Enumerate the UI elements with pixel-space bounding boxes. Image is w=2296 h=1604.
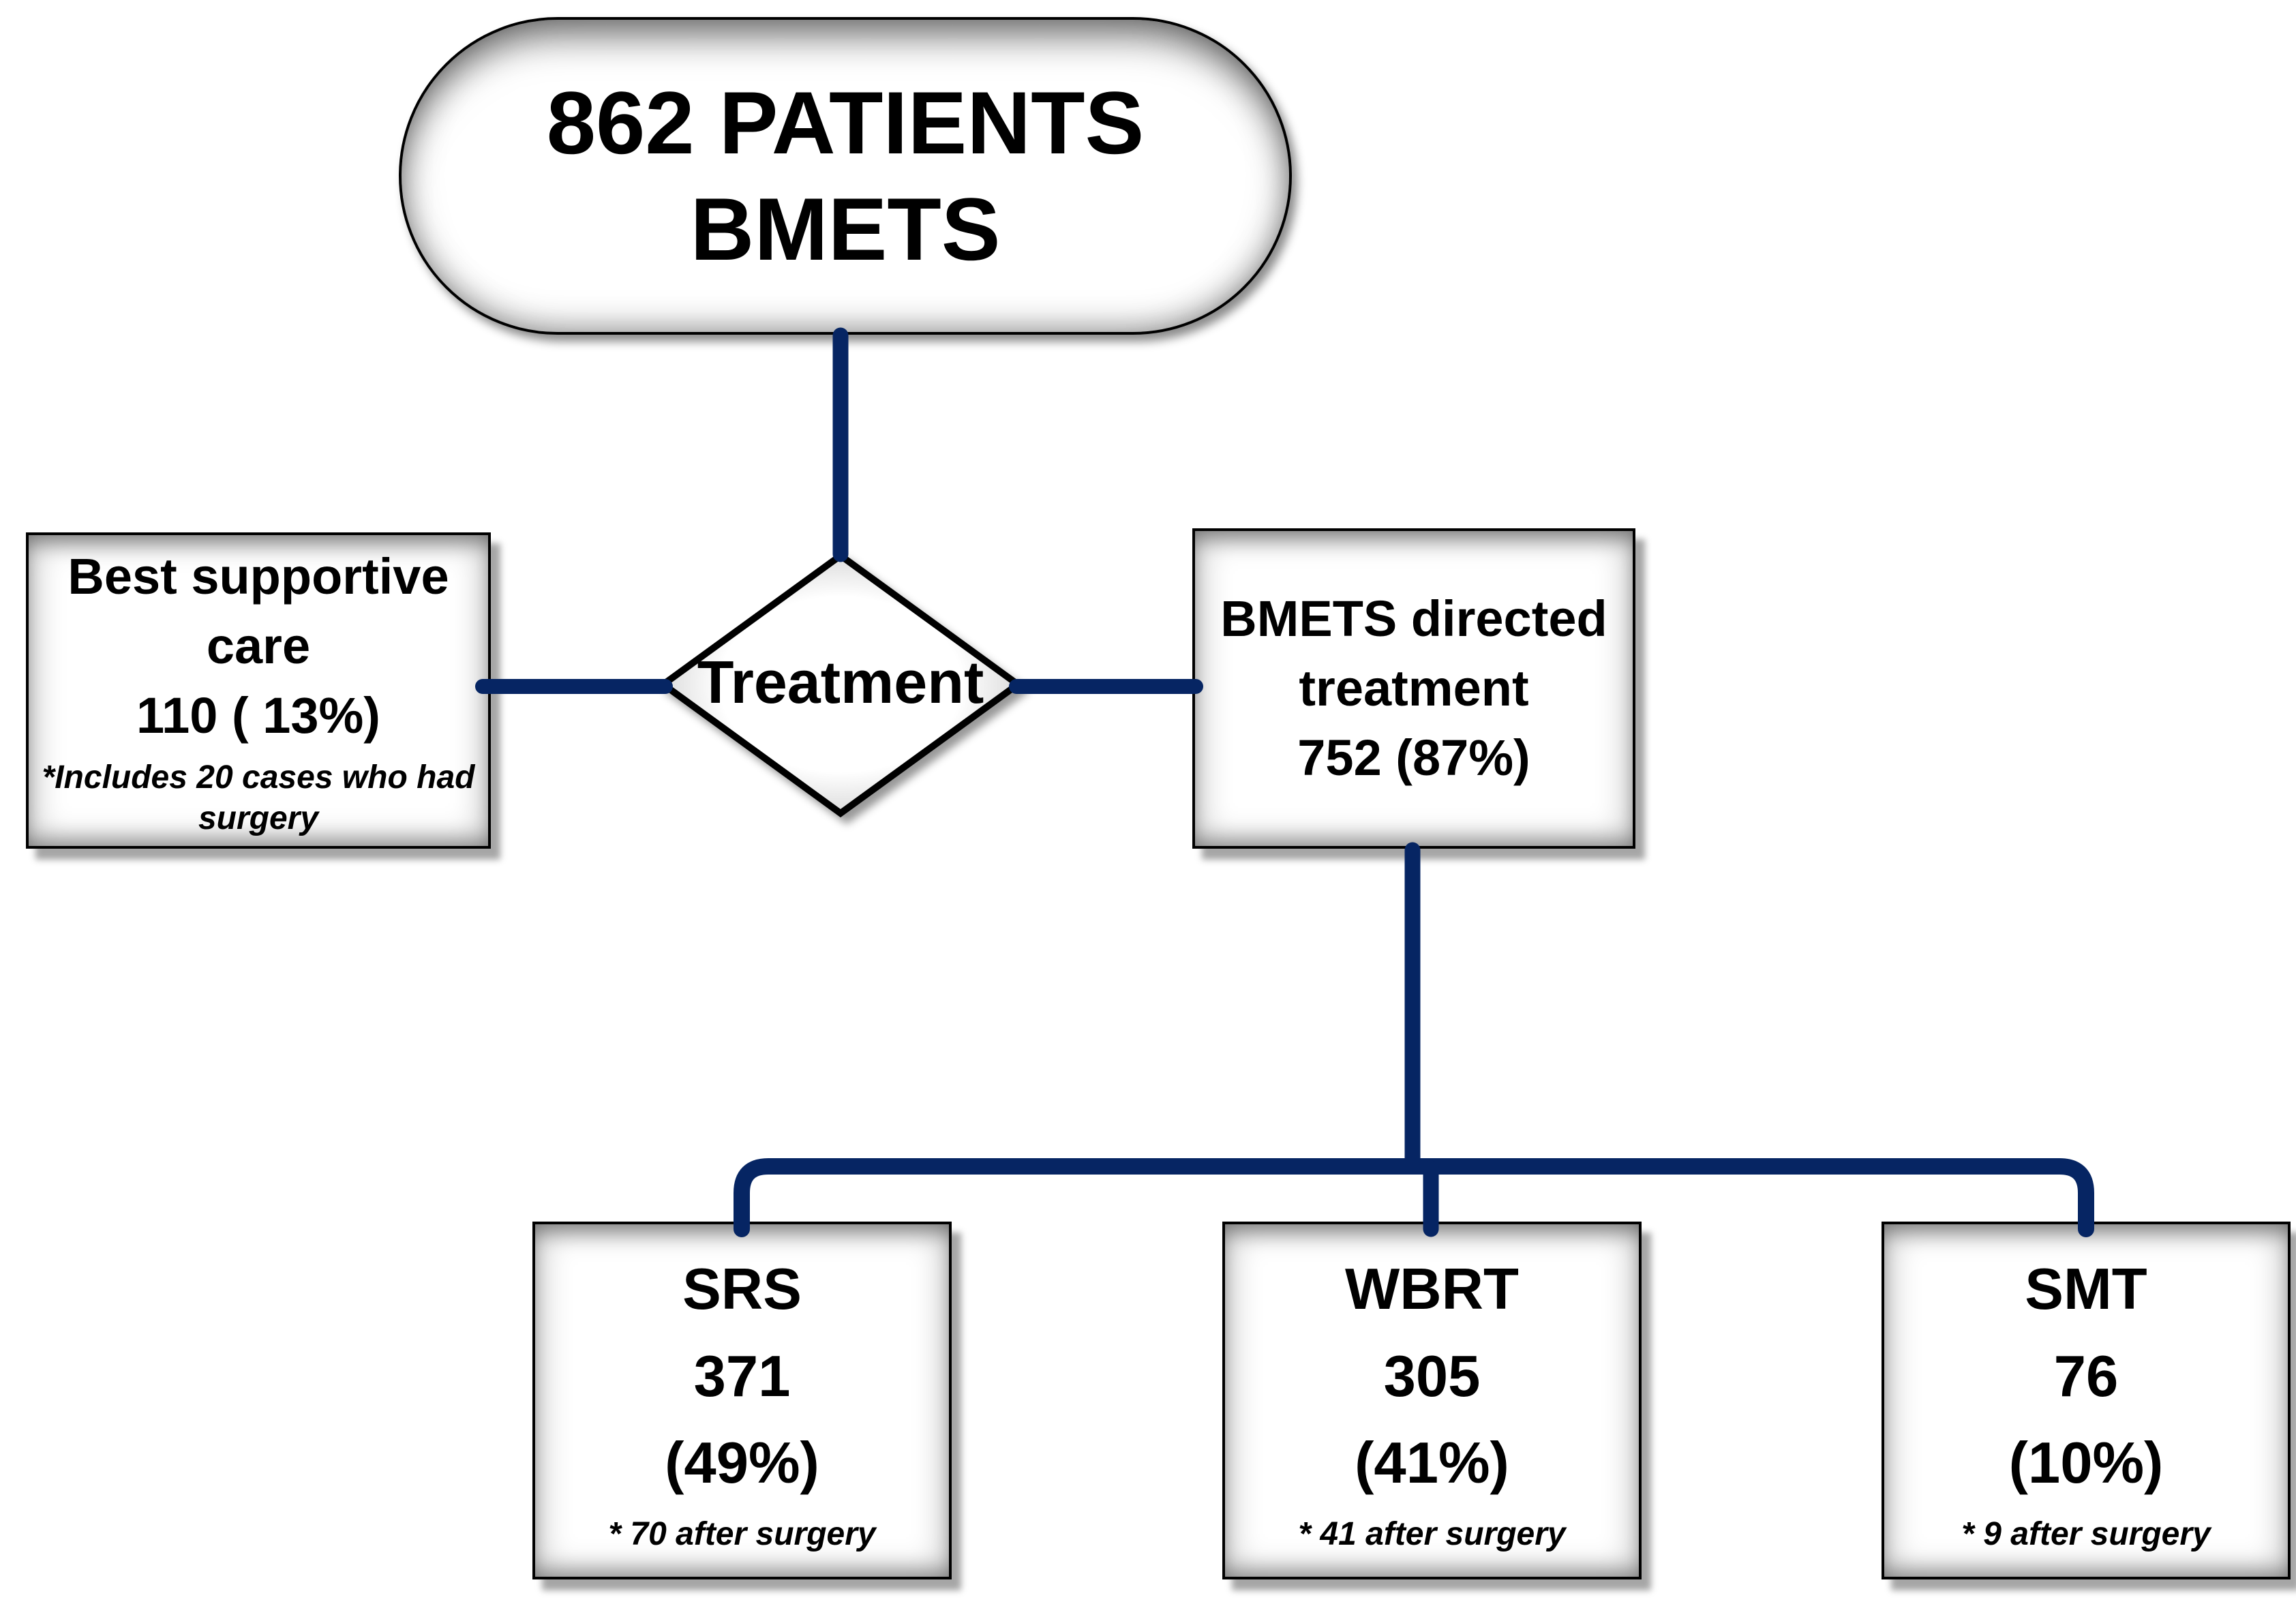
node-srs-title: SRS — [682, 1257, 802, 1322]
node-wbrt-title: WBRT — [1345, 1257, 1519, 1322]
node-srs-note: * 70 after surgery — [608, 1515, 876, 1552]
node-bmets-directed-treatment-title: BMETS directed treatment — [1220, 590, 1607, 716]
node-wbrt-value: 305 — [1383, 1344, 1481, 1409]
connector-branch-bar — [734, 1158, 2094, 1237]
node-smt-title: SMT — [2025, 1257, 2147, 1322]
node-best-supportive-care: Best supportive care 110 ( 13%) *Include… — [26, 532, 491, 849]
node-smt: SMT 76 (10%) * 9 after surgery — [1882, 1222, 2291, 1579]
node-wbrt: WBRT 305 (41%) * 41 after surgery — [1222, 1222, 1642, 1579]
node-best-supportive-care-note: *Includes 20 cases who had surgery — [42, 759, 475, 837]
node-bmets-directed-treatment: BMETS directed treatment 752 (87%) — [1192, 528, 1635, 849]
node-srs: SRS 371 (49%) * 70 after surgery — [532, 1222, 952, 1579]
node-total-patients: 862 PATIENTS BMETS — [399, 17, 1292, 335]
node-smt-note: * 9 after surgery — [1961, 1515, 2211, 1552]
node-smt-percent: (10%) — [2008, 1431, 2164, 1496]
node-wbrt-note: * 41 after surgery — [1298, 1515, 1566, 1552]
node-srs-percent: (49%) — [665, 1431, 819, 1496]
node-best-supportive-care-value: 110 ( 13%) — [136, 687, 380, 744]
node-total-patients-label: 862 PATIENTS BMETS — [546, 73, 1145, 279]
node-srs-value: 371 — [693, 1344, 791, 1409]
node-wbrt-percent: (41%) — [1355, 1431, 1509, 1496]
node-smt-value: 76 — [2053, 1344, 2119, 1409]
node-bmets-directed-treatment-value: 752 (87%) — [1297, 729, 1530, 787]
decision-label: Treatment — [697, 648, 984, 716]
node-best-supportive-care-title: Best supportive care — [67, 547, 449, 674]
